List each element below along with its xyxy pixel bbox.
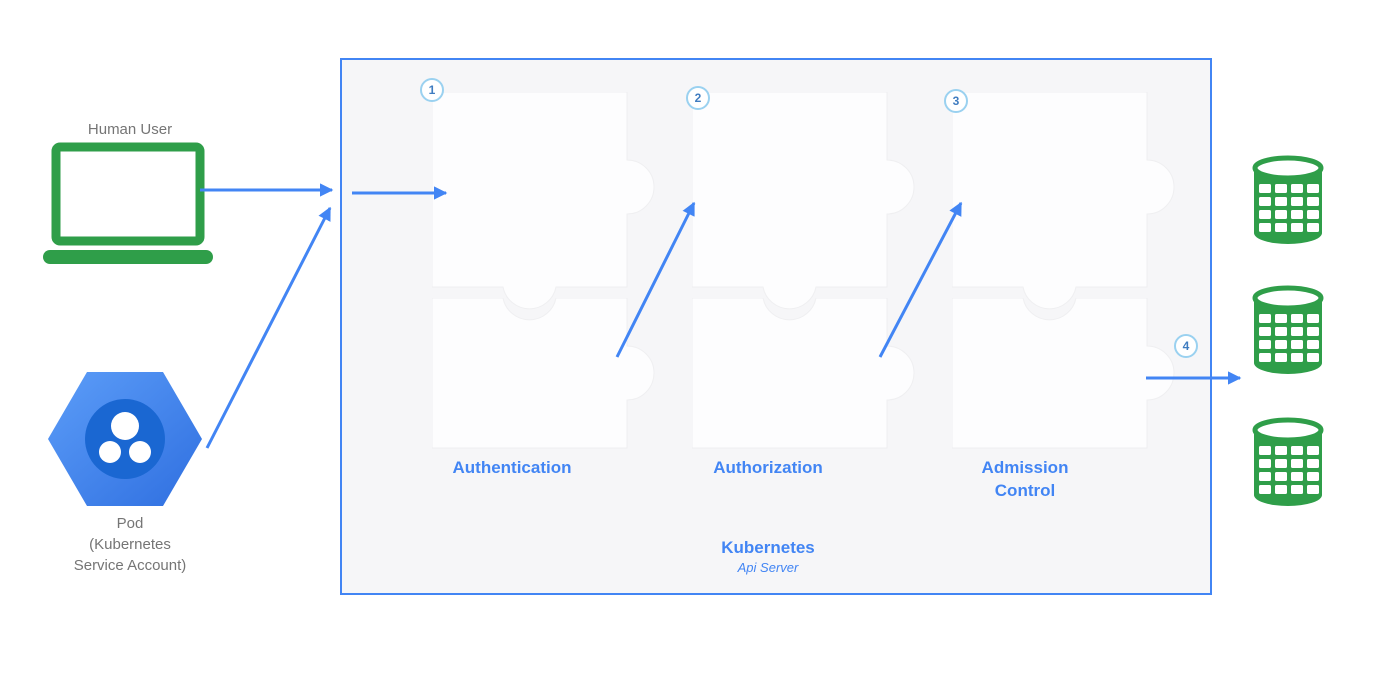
- admission-control-label: Admission Control: [981, 458, 1069, 500]
- puzzle-piece-admission-top: [952, 92, 1175, 310]
- puzzle-piece-authorization-top: [692, 92, 915, 310]
- puzzle-piece-authorization-bottom: [692, 298, 915, 449]
- human-user-label: Human User: [87, 121, 173, 138]
- database-icon: [1252, 155, 1324, 244]
- laptop-screen: [51, 142, 205, 246]
- step-badge-3: 3: [944, 89, 968, 113]
- api-server-subtitle: Api Server: [737, 560, 799, 575]
- database-icon: [1252, 417, 1324, 506]
- pod-dot: [129, 441, 151, 463]
- laptop-base: [43, 250, 213, 264]
- puzzle-piece-authentication-bottom: [432, 298, 655, 449]
- arrow-pod-to-apiserver: [205, 206, 332, 449]
- pod-label: Pod (Kubernetes Service Account): [73, 515, 187, 574]
- database-grid: [1259, 314, 1319, 362]
- puzzle-piece-admission-bottom: [952, 298, 1175, 449]
- pod-dot: [111, 412, 139, 440]
- authorization-label: Authorization: [713, 458, 823, 477]
- database-grid: [1259, 184, 1319, 232]
- step-badge-1: 1: [420, 78, 444, 102]
- kubernetes-title: Kubernetes: [721, 538, 815, 557]
- step-badge-4: 4: [1174, 334, 1198, 358]
- database-grid: [1259, 446, 1319, 494]
- pod-dot: [99, 441, 121, 463]
- authentication-label: Authentication: [452, 458, 572, 477]
- database-icon: [1252, 285, 1324, 374]
- puzzle-piece-authentication-top: [432, 92, 655, 310]
- pod-hexagon-icon: [48, 372, 202, 506]
- laptop-icon: [43, 142, 213, 264]
- step-badge-2: 2: [686, 86, 710, 110]
